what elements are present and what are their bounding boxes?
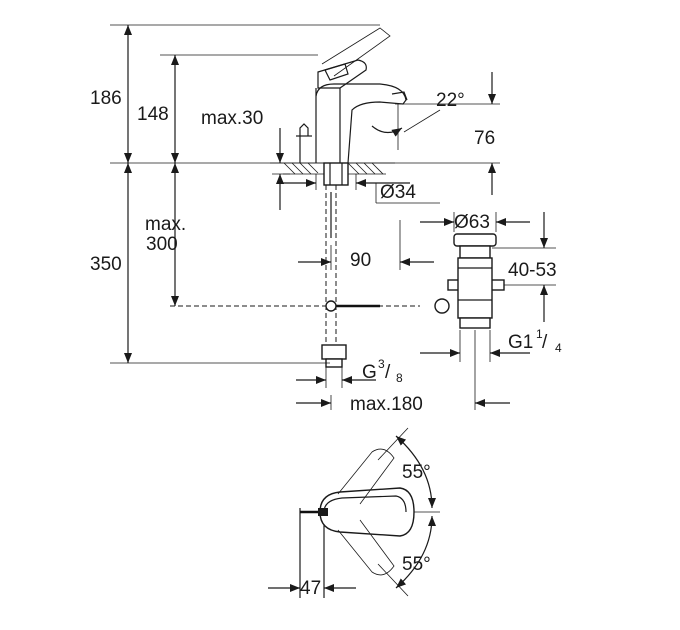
lever-detail [324, 63, 349, 81]
svg-text:/: / [542, 332, 548, 353]
waste-assembly [434, 233, 505, 329]
label-22deg: 22° [436, 90, 465, 111]
hose-nut [321, 344, 347, 360]
plan-lever-rotated-top [337, 448, 395, 505]
label-186: 186 [90, 88, 122, 109]
angle-arc-55-top [395, 435, 436, 509]
svg-text:G1: G1 [508, 332, 533, 353]
angle-arc-22 [371, 125, 403, 137]
svg-text:1: 1 [536, 327, 543, 341]
svg-text:G: G [362, 362, 377, 383]
plan-handle [319, 487, 415, 537]
waste-tail [459, 317, 491, 329]
popup-rod [299, 123, 309, 163]
label-63: Ø63 [454, 212, 490, 233]
side-elevation [110, 24, 556, 410]
faucet-spout [315, 83, 407, 164]
label-90: 90 [350, 250, 371, 271]
label-g1-1-4: G1 1 / 4 [508, 327, 562, 355]
label-max30: max.30 [201, 108, 263, 129]
plug-head [453, 233, 497, 247]
label-34: Ø34 [380, 182, 416, 203]
fixing-nut [323, 162, 349, 186]
dimension-labels: 186 148 max.30 22° 76 Ø34 Ø63 max. 300 3… [90, 88, 562, 599]
label-g-3-8: G 3 / 8 [362, 357, 403, 385]
waste-body [457, 257, 493, 319]
label-55-bottom: 55° [402, 554, 431, 575]
plan-lever-tip [318, 508, 328, 516]
svg-text:3: 3 [378, 357, 385, 371]
angle-arc-55-bottom [395, 515, 436, 589]
lever-raised-outline [321, 27, 391, 77]
lever-handle [317, 59, 367, 89]
spout-aerator [391, 91, 408, 101]
svg-text:8: 8 [396, 371, 403, 385]
label-max-hose: max. [145, 214, 186, 235]
plan-lever-rotated-bottom [337, 519, 395, 576]
waste-pivot [434, 298, 450, 314]
label-148: 148 [137, 104, 169, 125]
plan-view [268, 427, 440, 598]
svg-text:/: / [385, 362, 391, 383]
label-300: 300 [146, 234, 178, 255]
label-40-53: 40-53 [508, 260, 557, 281]
deck-hatching [283, 162, 386, 175]
label-350: 350 [90, 254, 122, 275]
label-47: 47 [300, 578, 321, 599]
svg-text:4: 4 [555, 341, 562, 355]
rod-connector [325, 300, 337, 312]
faucet-body [315, 88, 341, 163]
plug-collar [459, 245, 491, 259]
label-76: 76 [474, 128, 495, 149]
label-max180: max.180 [350, 394, 423, 415]
label-55-top: 55° [402, 462, 431, 483]
